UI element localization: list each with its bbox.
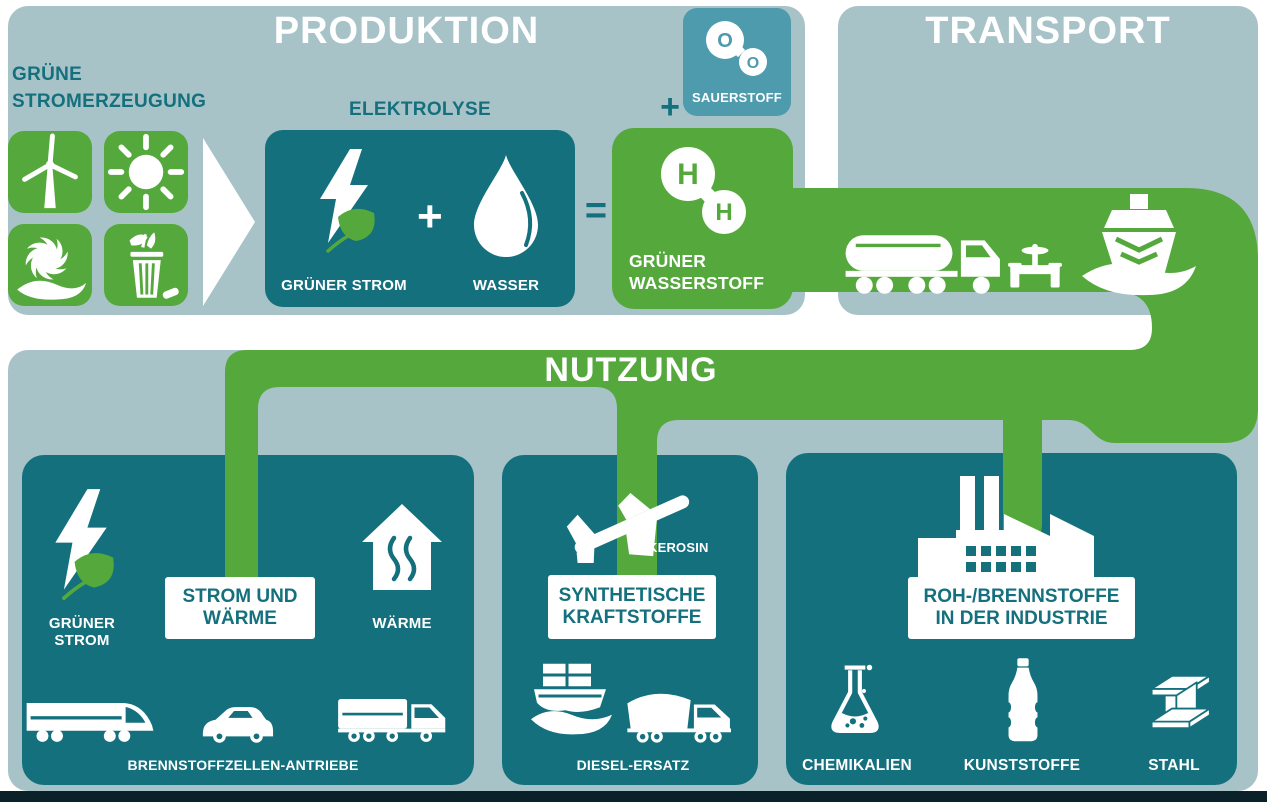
- svg-text:H: H: [715, 199, 732, 226]
- source-title-line1: GRÜNE: [12, 64, 83, 85]
- gruener-strom-usage-label: GRÜNER STROM: [48, 615, 116, 649]
- diesel-ersatz-label: DIESEL-ERSATZ: [576, 757, 690, 773]
- oxygen-plus-sign: +: [660, 88, 680, 126]
- strom-waerme-title-line2: WÄRME: [203, 608, 277, 629]
- sauerstoff-label: SAUERSTOFF: [692, 90, 782, 105]
- wind-turbine-icon: [22, 133, 78, 209]
- flask-icon: [831, 664, 879, 733]
- ship-bow-icon: [1082, 194, 1196, 296]
- industrie-title-box: ROH-/BRENNSTOFFE IN DER INDUSTRIE: [908, 577, 1135, 639]
- tile-hydro: [8, 224, 92, 306]
- water-drop-icon: [474, 155, 538, 257]
- bolt-leaf-icon: [55, 489, 114, 601]
- hydro-turbine-icon: [17, 237, 87, 300]
- svg-text:O: O: [717, 30, 733, 52]
- wasser-label: WASSER: [472, 277, 540, 294]
- steel-beam-icon: [1150, 674, 1211, 730]
- synthetische-title-line1: SYNTHETISCHE: [558, 584, 706, 606]
- brennstoffzellen-label: BRENNSTOFFZELLEN-ANTRIEBE: [127, 757, 359, 773]
- truck-icon: [338, 698, 446, 742]
- wasserstoff-label-line2: WASSERSTOFF: [629, 272, 765, 293]
- wasserstoff-label-line1: GRÜNER: [629, 251, 707, 271]
- kunststoffe-label: KUNSTSTOFFE: [963, 757, 1081, 774]
- synthetische-title-box: SYNTHETISCHE KRAFTSTOFFE: [548, 575, 716, 639]
- produktion-heading: PRODUKTION: [273, 10, 540, 52]
- chemikalien-label: CHEMIKALIEN: [802, 757, 912, 774]
- tile-wind: [8, 131, 92, 213]
- dump-truck-icon: [627, 693, 731, 743]
- sun-icon: [107, 133, 185, 211]
- tile-sun: [104, 131, 188, 213]
- industrie-title-line1: ROH-/BRENNSTOFFE: [923, 585, 1120, 607]
- train-icon: [26, 702, 154, 742]
- synthetische-title-line2: KRAFTSTOFFE: [562, 607, 702, 628]
- strom-waerme-title-line1: STROM UND: [182, 585, 298, 607]
- house-heat-icon: [362, 504, 442, 590]
- stahl-label: STAHL: [1148, 757, 1200, 774]
- pipeline-valve-icon: [1008, 243, 1062, 288]
- oxygen-molecule-icon: O O: [706, 21, 767, 76]
- industrie-title-line2: IN DER INDUSTRIE: [935, 608, 1108, 629]
- gruener-strom-label: GRÜNER STROM: [281, 277, 407, 294]
- strom-waerme-title-box: STROM UND WÄRME: [165, 577, 315, 639]
- elektrolyse-plus: +: [417, 192, 443, 241]
- waerme-label: WÄRME: [372, 615, 432, 632]
- airplane-icon: [566, 493, 690, 563]
- elektrolyse-title: ELEKTROLYSE: [349, 99, 491, 120]
- biomass-bin-icon: [129, 232, 179, 299]
- container-ship-icon: [531, 663, 612, 735]
- factory-icon: [918, 476, 1094, 584]
- hydrogen-molecule-icon: H H: [661, 147, 746, 234]
- svg-text:O: O: [747, 55, 759, 72]
- footer-strip: [0, 791, 1267, 802]
- svg-text:H: H: [677, 158, 699, 191]
- wasserstoff-label: GRÜNER WASSERSTOFF: [629, 251, 764, 295]
- kerosin-label: KEROSIN: [648, 540, 709, 555]
- flow-arrow-icon: [203, 138, 255, 306]
- tile-biomass: [104, 224, 188, 306]
- car-icon: [202, 707, 274, 743]
- source-title: GRÜNE STROMERZEUGUNG: [12, 62, 206, 115]
- source-title-line2: STROMERZEUGUNG: [12, 90, 207, 112]
- plastic-bottle-icon: [1006, 658, 1040, 742]
- equals-sign: =: [584, 190, 608, 232]
- tanker-truck-icon: [845, 235, 1000, 294]
- nutzung-heading: NUTZUNG: [544, 351, 718, 389]
- green-power-bolt-leaf-icon: [320, 149, 375, 253]
- transport-heading: TRANSPORT: [925, 10, 1171, 52]
